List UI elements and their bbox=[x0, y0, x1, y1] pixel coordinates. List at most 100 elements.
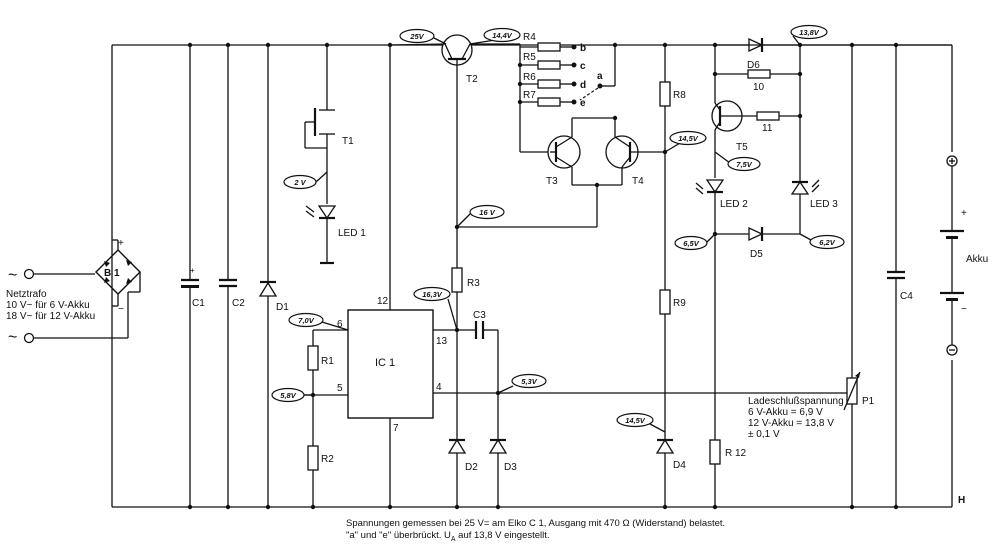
svg-text:T5: T5 bbox=[736, 142, 748, 153]
voltage-badge: 14,4V bbox=[469, 27, 521, 45]
svg-text:14,5V: 14,5V bbox=[625, 416, 646, 425]
svg-text:C3: C3 bbox=[473, 310, 486, 321]
diode-d3: D3 bbox=[488, 438, 517, 473]
svg-text:T4: T4 bbox=[632, 176, 644, 187]
ac-terminal-bottom bbox=[23, 332, 35, 344]
svg-text:6: 6 bbox=[337, 319, 343, 330]
diode-d5 bbox=[748, 226, 764, 242]
svg-text:7,5V: 7,5V bbox=[736, 160, 752, 169]
svg-text:2 V: 2 V bbox=[293, 178, 306, 187]
svg-text:12: 12 bbox=[377, 296, 389, 307]
svg-text:13: 13 bbox=[436, 336, 448, 347]
resistor-ladder: R4 R5 R6 R7 b c d e a bbox=[519, 32, 616, 153]
voltage-badge: 13,8V bbox=[790, 24, 828, 46]
svg-text:T1: T1 bbox=[342, 136, 354, 147]
svg-text:6,5V: 6,5V bbox=[683, 239, 699, 248]
resistor-r1: R1 bbox=[307, 345, 334, 371]
svg-text:R5: R5 bbox=[523, 52, 536, 63]
voltage-badge: 7,5V bbox=[714, 151, 761, 172]
diode-d6 bbox=[748, 37, 764, 53]
transistor-t1: T1 bbox=[304, 45, 354, 204]
svg-text:10: 10 bbox=[753, 82, 765, 93]
svg-text:~: ~ bbox=[8, 267, 17, 284]
svg-text:6 V-Akku = 6,9 V: 6 V-Akku = 6,9 V bbox=[748, 407, 823, 418]
potentiometer-p1: P1 Ladeschlußspannung 6 V-Akku = 6,9 V 1… bbox=[748, 45, 875, 507]
resistor-r2: R2 bbox=[307, 445, 334, 471]
svg-text:D2: D2 bbox=[465, 462, 478, 473]
svg-text:P1: P1 bbox=[862, 396, 875, 407]
svg-text:B 1: B 1 bbox=[104, 268, 120, 279]
svg-text:± 0,1 V: ± 0,1 V bbox=[748, 429, 780, 440]
svg-text:R9: R9 bbox=[673, 298, 686, 309]
led-led1: LED 1 bbox=[305, 205, 366, 265]
led-led2 bbox=[705, 179, 725, 194]
capacitor-c3: C3 bbox=[473, 310, 486, 339]
svg-text:4: 4 bbox=[436, 382, 442, 393]
resistor-r9 bbox=[659, 289, 671, 315]
voltage-badge: 6,2V bbox=[799, 233, 845, 250]
resistor-r10 bbox=[747, 69, 771, 79]
svg-text:12 V-Akku = 13,8 V: 12 V-Akku = 13,8 V bbox=[748, 418, 834, 429]
svg-text:~: ~ bbox=[8, 329, 17, 346]
svg-text:R2: R2 bbox=[321, 454, 334, 465]
svg-text:5: 5 bbox=[337, 383, 343, 394]
svg-text:11: 11 bbox=[762, 123, 773, 134]
svg-text:e: e bbox=[580, 98, 586, 109]
transistor-t4: T4 bbox=[605, 118, 665, 187]
svg-text:R8: R8 bbox=[673, 90, 686, 101]
capacitor-c2: C2 bbox=[219, 45, 245, 507]
svg-text:14,4V: 14,4V bbox=[492, 31, 513, 40]
svg-text:+: + bbox=[118, 238, 124, 249]
ic-wiring bbox=[295, 45, 840, 507]
voltage-badge: 16 V bbox=[456, 204, 505, 228]
svg-text:D1: D1 bbox=[276, 302, 289, 313]
capacitor-c1: + C1 bbox=[181, 45, 205, 507]
ic-ic1: IC 1 12 6 5 13 4 7 bbox=[337, 296, 448, 434]
transistor-t3: T3 bbox=[546, 117, 622, 187]
svg-text:D3: D3 bbox=[504, 462, 517, 473]
svg-text:5,8V: 5,8V bbox=[280, 391, 296, 400]
resistor-r8 bbox=[659, 81, 671, 107]
svg-text:16,3V: 16,3V bbox=[422, 290, 443, 299]
svg-text:c: c bbox=[580, 61, 586, 72]
transformer-line1: 10 V~ für 6 V-Akku bbox=[6, 300, 90, 311]
voltage-badge: 5,8V bbox=[271, 387, 313, 403]
diode-d2: D2 bbox=[447, 438, 478, 473]
svg-text:Ladeschlußspannung: Ladeschlußspannung bbox=[748, 396, 844, 407]
svg-text:16 V: 16 V bbox=[479, 208, 495, 217]
junction-dots bbox=[187, 42, 899, 510]
svg-text:7,0V: 7,0V bbox=[298, 316, 314, 325]
resistor-r12 bbox=[709, 439, 721, 465]
svg-text:R 12: R 12 bbox=[725, 448, 747, 459]
diode-d1: D1 bbox=[258, 45, 289, 507]
transformer-input: ~ ~ Netztrafo 10 V~ für 6 V-Akku 18 V~ f… bbox=[6, 267, 129, 346]
svg-text:R4: R4 bbox=[523, 32, 536, 43]
voltage-badge: 7,0V bbox=[288, 312, 349, 331]
capacitor-c4: C4 bbox=[887, 45, 913, 507]
voltage-badge: 6,5V bbox=[674, 233, 716, 251]
svg-text:−: − bbox=[961, 304, 967, 315]
svg-text:D4: D4 bbox=[673, 460, 686, 471]
svg-text:C2: C2 bbox=[232, 298, 245, 309]
svg-text:LED 3: LED 3 bbox=[810, 199, 838, 210]
svg-text:R1: R1 bbox=[321, 356, 334, 367]
transistor-t2: T2 bbox=[389, 34, 520, 85]
resistor-r3: R3 bbox=[451, 267, 480, 293]
svg-text:+: + bbox=[961, 208, 967, 219]
svg-text:−: − bbox=[118, 304, 124, 315]
voltage-badge: 14,5V bbox=[616, 412, 666, 433]
svg-text:6,2V: 6,2V bbox=[819, 238, 835, 247]
svg-text:R3: R3 bbox=[467, 278, 480, 289]
svg-text:5,3V: 5,3V bbox=[521, 377, 537, 386]
svg-text:T2: T2 bbox=[466, 74, 478, 85]
svg-text:R7: R7 bbox=[523, 90, 536, 101]
svg-text:R6: R6 bbox=[523, 72, 536, 83]
caption-line2: "a" und "e" überbrückt. UA auf 13,8 V ei… bbox=[346, 530, 550, 543]
indicator-section: D6 10 11 T5 LED 2 LED 3 D5 bbox=[695, 37, 952, 507]
svg-text:b: b bbox=[580, 43, 586, 54]
svg-text:D6: D6 bbox=[747, 60, 760, 71]
voltage-badge: 5,3V bbox=[497, 373, 547, 394]
voltage-badge: 2 V bbox=[283, 171, 328, 190]
caption: Spannungen gemessen bei 25 V= am Elko C … bbox=[346, 518, 725, 543]
